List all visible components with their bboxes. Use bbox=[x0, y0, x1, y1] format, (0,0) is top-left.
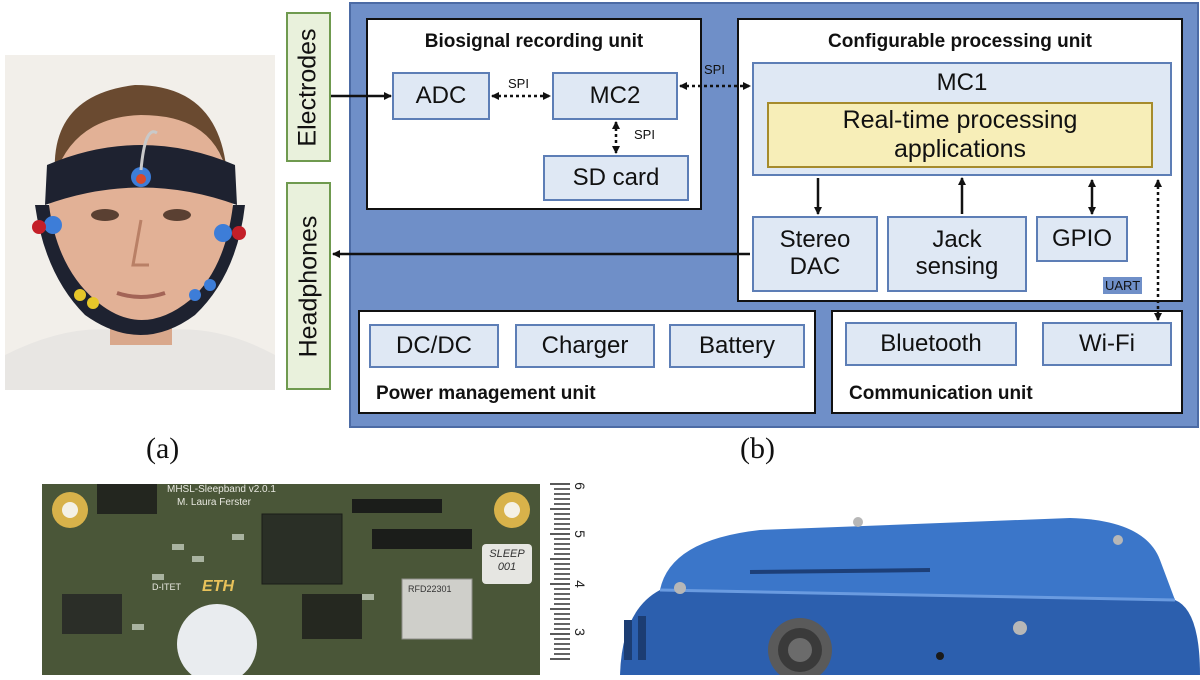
charger-box: Charger bbox=[515, 324, 655, 368]
caption-b: (b) bbox=[740, 432, 775, 465]
pcb-board-text: MHSL-Sleepband v2.0.1 bbox=[167, 484, 276, 495]
processing-unit-title: Configurable processing unit bbox=[828, 31, 1092, 52]
ruler-tick-3: 3 bbox=[571, 628, 588, 636]
pcb-illustration bbox=[42, 484, 540, 675]
dcdc-box: DC/DC bbox=[369, 324, 499, 368]
pcb-author-text: M. Laura Ferster bbox=[177, 497, 251, 508]
enclosure-illustration bbox=[600, 500, 1200, 675]
headband-photo-illustration bbox=[5, 55, 275, 390]
headband-photo bbox=[5, 55, 275, 390]
jack-sensing-label: Jack sensing bbox=[915, 226, 999, 280]
uart-label: UART bbox=[1103, 277, 1143, 294]
ruler: 6 5 4 3 bbox=[548, 478, 598, 675]
battery-box: Battery bbox=[669, 324, 805, 368]
stereo-dac-box: Stereo DAC bbox=[752, 216, 878, 292]
wifi-box: Wi-Fi bbox=[1042, 322, 1172, 366]
electrodes-label: Electrodes bbox=[286, 12, 331, 162]
spi-label-adc-mc2: SPI bbox=[508, 76, 529, 91]
pcb-dept-text: D-ITET bbox=[152, 582, 181, 592]
mc2-box: MC2 bbox=[552, 72, 678, 120]
caption-a: (a) bbox=[146, 432, 180, 465]
sd-card-box: SD card bbox=[543, 155, 689, 201]
biosignal-unit-title: Biosignal recording unit bbox=[424, 31, 644, 52]
ruler-tick-4: 4 bbox=[571, 580, 588, 588]
power-unit-title: Power management unit bbox=[376, 383, 596, 404]
jack-sensing-box: Jack sensing bbox=[887, 216, 1027, 292]
ruler-tick-6: 6 bbox=[571, 482, 588, 490]
realtime-processing-label: Real-time processing applications bbox=[842, 106, 1078, 163]
rf-module-text: RFD22301 bbox=[408, 584, 452, 594]
enclosure-photo bbox=[600, 500, 1200, 675]
ruler-ticks bbox=[550, 483, 570, 660]
gpio-box: GPIO bbox=[1036, 216, 1128, 262]
eth-logo: ETH bbox=[202, 578, 234, 595]
sleep-sticker: SLEEP 001 bbox=[489, 548, 525, 574]
adc-box: ADC bbox=[392, 72, 490, 120]
pcb-photo: MHSL-Sleepband v2.0.1 M. Laura Ferster D… bbox=[42, 484, 540, 675]
realtime-processing-box: Real-time processing applications bbox=[767, 102, 1153, 168]
ruler-tick-5: 5 bbox=[571, 530, 588, 538]
mc1-label: MC1 bbox=[936, 69, 988, 96]
bluetooth-box: Bluetooth bbox=[845, 322, 1017, 366]
spi-label-mc2-mc1: SPI bbox=[704, 62, 725, 77]
headphones-label: Headphones bbox=[286, 182, 331, 390]
stereo-dac-label: Stereo DAC bbox=[779, 226, 851, 280]
spi-label-mc2-sd: SPI bbox=[634, 127, 655, 142]
communication-unit-title: Communication unit bbox=[849, 383, 1033, 404]
